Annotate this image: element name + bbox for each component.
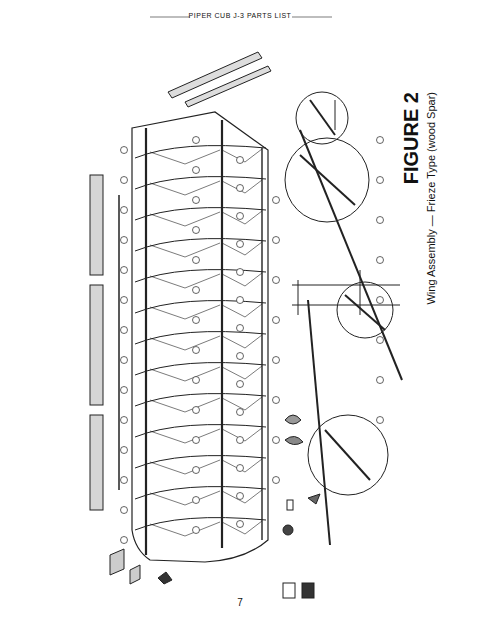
callout-circle xyxy=(193,257,200,264)
wing-rib xyxy=(135,270,266,282)
callout-circle xyxy=(193,197,200,204)
callout-circle xyxy=(121,237,128,244)
rib-truss xyxy=(150,149,262,164)
callout-circle xyxy=(273,317,280,324)
callout-circle xyxy=(121,327,128,334)
wing-rib xyxy=(135,456,266,468)
callout-circle xyxy=(377,337,384,344)
callout-circle xyxy=(121,177,128,184)
rib-truss xyxy=(150,521,262,536)
callout-circle xyxy=(377,217,384,224)
callout-circle xyxy=(193,527,200,534)
callout-circle xyxy=(193,317,200,324)
callout-circle xyxy=(237,157,244,164)
rib-truss xyxy=(150,459,262,474)
rib-truss xyxy=(150,366,262,381)
callout-circle xyxy=(237,521,244,528)
rib-truss xyxy=(150,211,262,226)
callout-circle xyxy=(193,437,200,444)
callout-circle xyxy=(121,207,128,214)
callout-circle xyxy=(121,447,128,454)
callout-circle xyxy=(237,353,244,360)
callout-circle xyxy=(237,465,244,472)
wing-rib xyxy=(135,363,266,375)
callout-circle xyxy=(273,477,280,484)
callout-circle xyxy=(237,269,244,276)
wing-rib xyxy=(135,146,266,158)
page-number: 7 xyxy=(0,597,480,608)
callout-circle xyxy=(193,227,200,234)
wing-rib xyxy=(135,301,266,313)
figure-title: FIGURE 2 xyxy=(400,92,422,184)
figure-caption: Wing Assembly — Frieze Type (wood Spar) xyxy=(424,92,438,305)
callout-circle xyxy=(121,417,128,424)
callout-circle xyxy=(377,137,384,144)
callout-circle xyxy=(193,137,200,144)
rib-truss xyxy=(150,304,262,319)
callout-circle xyxy=(121,297,128,304)
wing-rib xyxy=(135,332,266,344)
wing-rib xyxy=(135,394,266,406)
callout-circle xyxy=(237,493,244,500)
rib-truss xyxy=(150,273,262,288)
rib-truss xyxy=(150,397,262,412)
rib-truss xyxy=(150,242,262,257)
wing-rib xyxy=(135,177,266,189)
callout-circle xyxy=(193,347,200,354)
callout-circle xyxy=(121,267,128,274)
callout-circle xyxy=(121,357,128,364)
wing-rib xyxy=(135,518,266,530)
callout-circle xyxy=(237,437,244,444)
rib-truss xyxy=(150,428,262,443)
rib-truss xyxy=(150,335,262,350)
callout-circle xyxy=(121,387,128,394)
callout-circle xyxy=(237,297,244,304)
callout-circle xyxy=(273,357,280,364)
callout-circle xyxy=(121,507,128,514)
callout-circle xyxy=(121,147,128,154)
callout-circle xyxy=(273,197,280,204)
callout-circle xyxy=(237,241,244,248)
callout-circle xyxy=(377,377,384,384)
callout-circle xyxy=(377,417,384,424)
callout-circle xyxy=(273,437,280,444)
callout-circle xyxy=(237,381,244,388)
wing-rib xyxy=(135,239,266,251)
wing-rib xyxy=(135,487,266,499)
callout-circle xyxy=(273,397,280,404)
callout-circle xyxy=(377,297,384,304)
callout-circle xyxy=(237,409,244,416)
callout-circle xyxy=(237,213,244,220)
callout-circle xyxy=(237,185,244,192)
callout-circle xyxy=(273,237,280,244)
callout-circle xyxy=(193,287,200,294)
callout-circle xyxy=(377,177,384,184)
callout-circle xyxy=(193,467,200,474)
callout-circle xyxy=(377,257,384,264)
wing-rib xyxy=(135,208,266,220)
rib-truss xyxy=(150,180,262,195)
callout-circle xyxy=(193,167,200,174)
callout-circle xyxy=(273,277,280,284)
callout-circle xyxy=(193,377,200,384)
callout-circle xyxy=(193,497,200,504)
wing-rib xyxy=(135,425,266,437)
page-header: PIPER CUB J-3 PARTS LIST xyxy=(0,12,480,19)
callout-circle xyxy=(121,477,128,484)
callout-circle xyxy=(237,325,244,332)
callout-circle xyxy=(193,407,200,414)
rib-truss xyxy=(150,490,262,505)
callout-circle xyxy=(121,537,128,544)
